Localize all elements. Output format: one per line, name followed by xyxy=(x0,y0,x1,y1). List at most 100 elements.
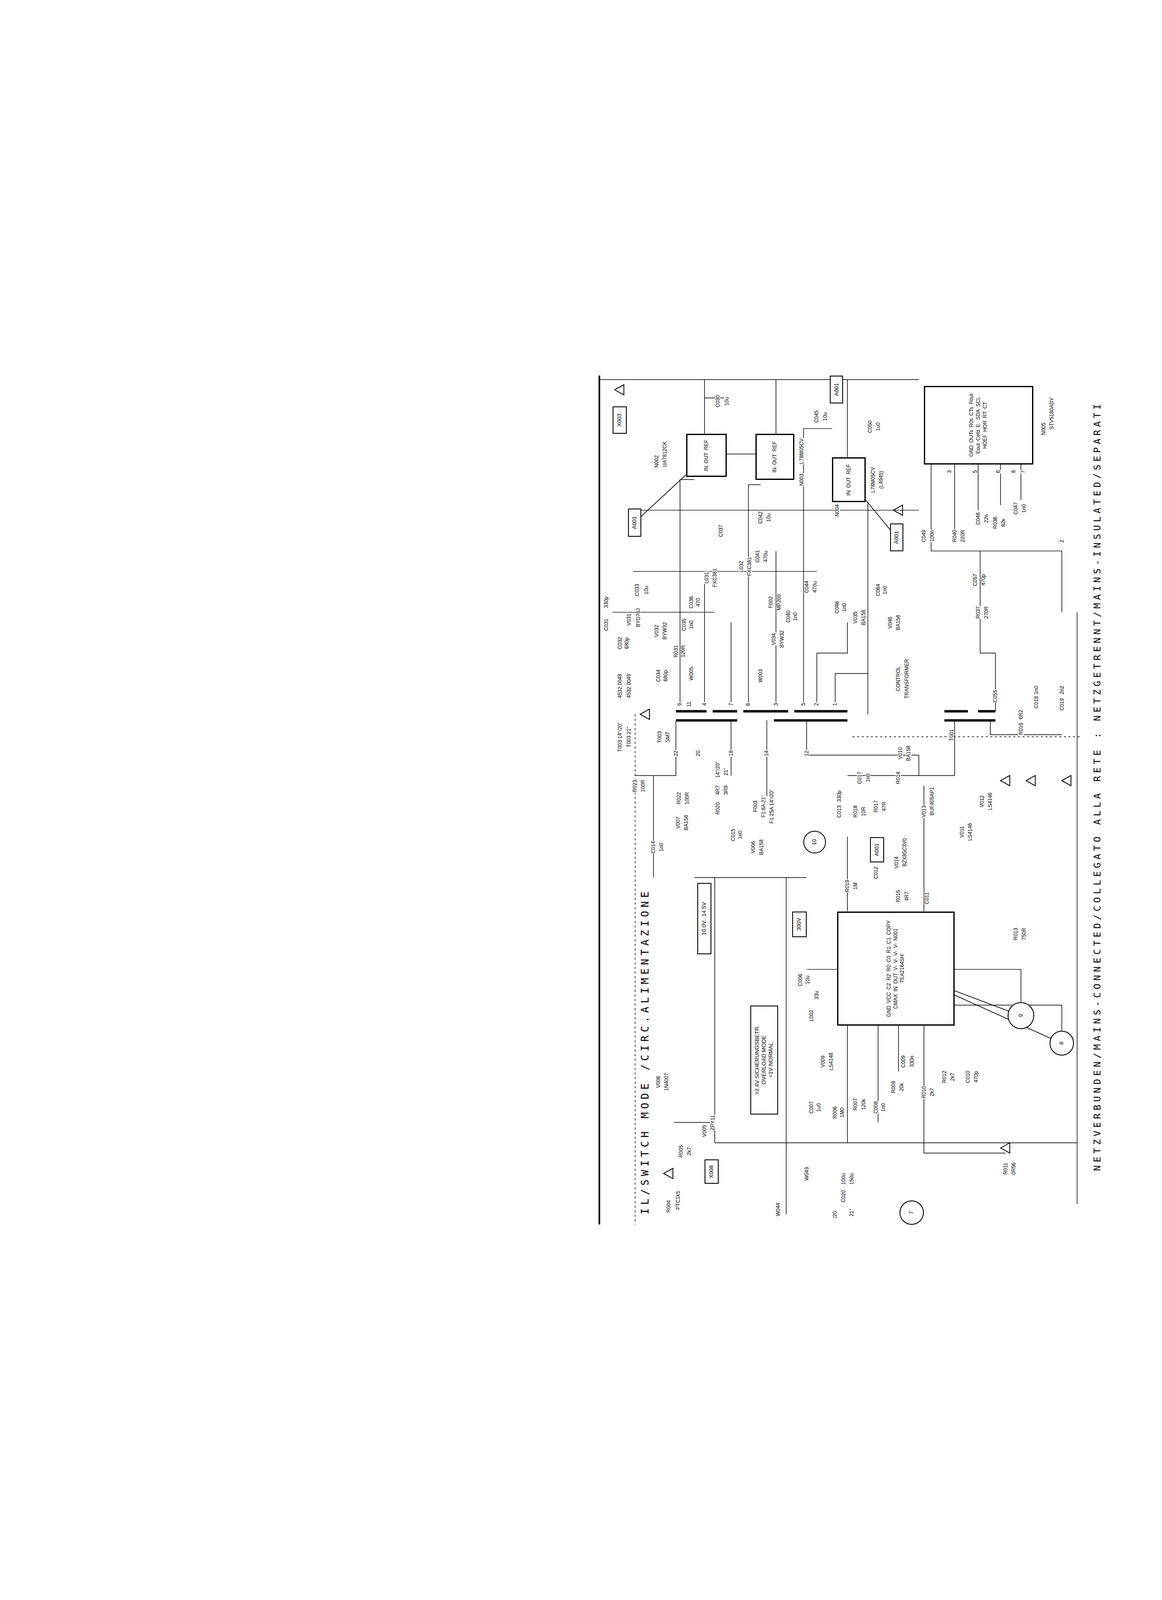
part-label: C046 xyxy=(834,601,841,615)
node-text: OUT xyxy=(846,477,853,488)
part-label: C035 xyxy=(681,618,688,632)
part-label: N002 xyxy=(653,454,660,469)
part-label: N004 xyxy=(834,504,841,518)
node-text: >2.4V SICHERUNGSBETR. xyxy=(754,1025,761,1096)
node-text: R0 xyxy=(886,965,893,972)
part-label: 3R9 xyxy=(723,785,729,796)
node-text: IN xyxy=(893,986,900,992)
node-text: RT xyxy=(982,411,989,419)
part-label: R010 xyxy=(921,1085,927,1100)
part-label: LS4146 xyxy=(967,822,973,842)
part-label: V006 xyxy=(655,1076,662,1089)
part-label: BZX85C3V0 xyxy=(901,837,908,868)
node-text: IN xyxy=(772,467,779,473)
part-label: BA158 xyxy=(683,814,689,832)
part-label: 2 xyxy=(1058,539,1065,544)
node-text: 8 xyxy=(1058,1041,1065,1045)
node-text: E. xyxy=(975,422,982,428)
part-label: 2k7 xyxy=(929,1088,935,1098)
node-text: GND xyxy=(886,1005,893,1018)
part-label: C015 xyxy=(730,828,736,842)
part-label: 10u xyxy=(822,412,828,422)
part-label: 82k xyxy=(1000,518,1007,528)
part-label: 2 xyxy=(813,702,820,707)
part-label: R012 xyxy=(941,1070,948,1084)
node-text: Pout xyxy=(968,393,975,405)
frame-line xyxy=(598,375,601,1226)
part-label: R011 xyxy=(1002,1162,1009,1176)
part-label: V010 xyxy=(897,747,904,761)
part-label: 6 xyxy=(745,702,752,707)
part-label: C031 xyxy=(603,618,610,632)
node-text: VCC xyxy=(886,992,893,1004)
node-text: Eout xyxy=(975,443,982,455)
transformer-core xyxy=(675,711,996,721)
node-text: Cefd xyxy=(975,430,982,441)
part-label: 4532 0048 xyxy=(616,673,623,699)
part-label: F1.25A 14"/20" xyxy=(769,789,775,825)
test-point-circle: 8 xyxy=(1049,1031,1074,1056)
part-label: 1n0 xyxy=(658,842,665,853)
node-text: N001 xyxy=(893,929,900,942)
node-text: X008 xyxy=(708,1165,715,1179)
node-text: REF xyxy=(846,464,853,475)
part-label: 680p xyxy=(663,669,669,683)
node-text: TEA2164SH xyxy=(899,954,906,984)
part-label: 3 xyxy=(773,702,779,707)
part-label: W044 xyxy=(775,1203,781,1218)
part-label: 2n2 xyxy=(1058,685,1065,696)
part-label: 100R xyxy=(684,791,691,806)
part-label: BUF405AP1 xyxy=(929,787,935,817)
part-label: C008 xyxy=(873,1101,879,1115)
ic-box: INOUTREF xyxy=(686,433,728,477)
node-text: A001 xyxy=(631,516,638,530)
part-label: R013 xyxy=(1013,927,1019,941)
leader-line xyxy=(641,474,687,517)
ic-box: GNDVCCC2R2R0C0R1C1COPYCMAXINOUTV-V-V-V-N… xyxy=(837,911,955,1027)
part-label: L002 xyxy=(808,1009,815,1023)
part-label: R017 xyxy=(873,800,879,814)
node-text: OUT xyxy=(703,452,710,464)
part-label: 2k7 xyxy=(686,1147,693,1157)
part-label: 1u0 xyxy=(816,1103,822,1113)
part-label: C020 xyxy=(840,1190,847,1204)
part-label: 5 xyxy=(972,469,978,474)
part-label: 10u xyxy=(724,396,730,407)
part-label: 750R xyxy=(1021,927,1027,941)
part-label: W005 xyxy=(688,666,694,682)
leader-line xyxy=(954,995,1051,1039)
part-label: LS4148 xyxy=(828,1052,835,1071)
part-label: V034 xyxy=(771,632,777,646)
part-label: R023 xyxy=(632,779,638,794)
part-label: C006 xyxy=(797,973,804,988)
part-label: 270R xyxy=(983,606,990,620)
part-label: R037 xyxy=(975,606,981,620)
part-label: C030 xyxy=(714,395,721,409)
leader-line xyxy=(954,990,1009,1012)
part-label: V005 xyxy=(701,1124,708,1138)
part-label: 6 xyxy=(995,469,1002,474)
part-label: 14"/20" xyxy=(714,761,721,779)
part-label: R016 xyxy=(1018,722,1024,736)
part-label: V032 xyxy=(653,624,660,638)
part-label: BA158 xyxy=(861,609,867,626)
node-text: IN xyxy=(703,465,710,472)
part-label: 470p xyxy=(980,573,986,587)
part-label: R019 xyxy=(844,879,851,894)
part-label: BA158 xyxy=(758,839,765,856)
part-label: 10u xyxy=(805,975,811,986)
connector-box: 10.0V...14.5V xyxy=(697,883,712,955)
part-label: V012 xyxy=(979,795,986,809)
part-label: C012 xyxy=(873,866,879,880)
part-label: 100u xyxy=(840,1173,847,1186)
part-label: 1 xyxy=(832,702,838,707)
part-label: BA158 xyxy=(905,745,912,762)
part-label: N003 xyxy=(798,473,805,487)
part-label: (L4945) xyxy=(878,470,885,490)
connector-box: 300V xyxy=(792,911,807,938)
part-label: 18 xyxy=(728,750,735,757)
part-label: C057 xyxy=(972,573,978,587)
part-label: C017 xyxy=(856,771,863,785)
node-text: A001 xyxy=(873,843,881,857)
part-label: C064 xyxy=(875,583,881,597)
